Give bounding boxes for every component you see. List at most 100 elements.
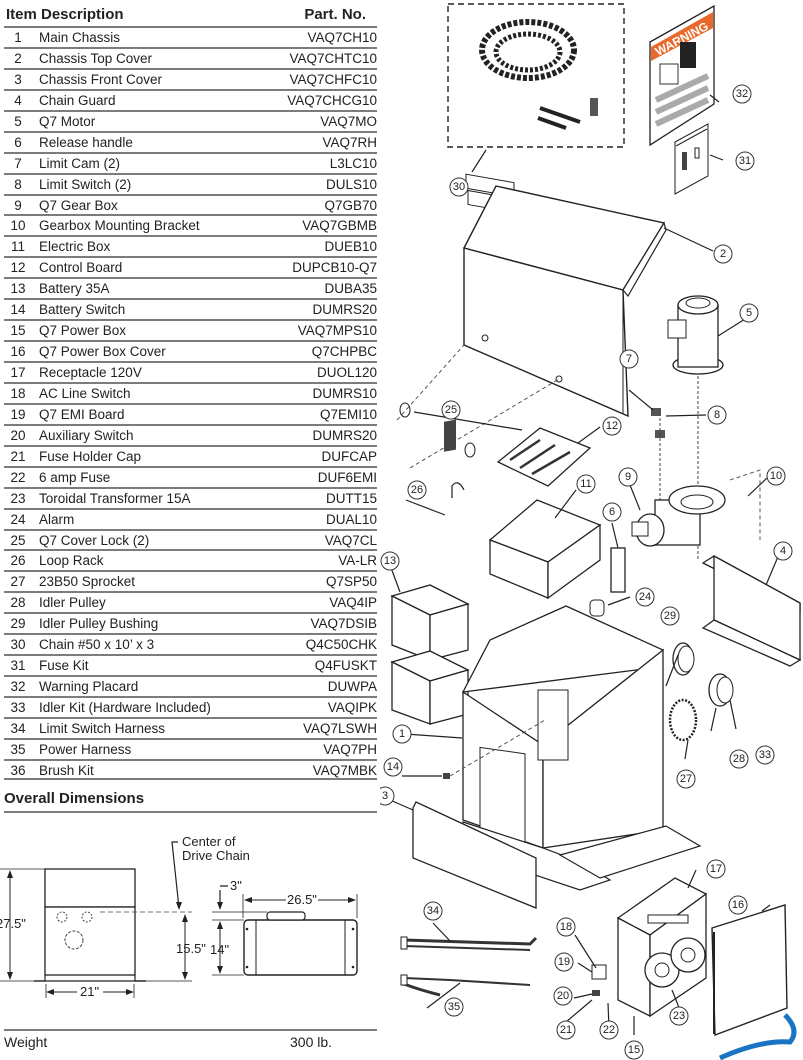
item-number: 25 bbox=[10, 532, 26, 548]
item-number: 16 bbox=[10, 344, 26, 360]
item-description: Release handle bbox=[39, 134, 133, 150]
item-description: Idler Kit (Hardware Included) bbox=[39, 700, 211, 715]
chain-label-line1: Center of bbox=[182, 834, 236, 849]
item-number: 21 bbox=[10, 448, 26, 464]
electric-box bbox=[488, 499, 602, 600]
exploded-parts-diagram: WARNING bbox=[380, 3, 802, 1060]
item-number: 9 bbox=[14, 197, 22, 213]
fuse-kit-bag bbox=[674, 123, 709, 195]
svg-text:28: 28 bbox=[733, 753, 745, 765]
item-description: Electric Box bbox=[39, 239, 111, 255]
part-number: VAQ7CHFC10 bbox=[289, 71, 377, 87]
part-number: VAQ7PH bbox=[323, 741, 377, 757]
item-description: Chassis Front Cover bbox=[39, 71, 163, 87]
item-number: 22 bbox=[10, 469, 26, 485]
part-number: Q4C50CHK bbox=[305, 637, 377, 653]
svg-text:34: 34 bbox=[427, 905, 439, 917]
item-description: Auxiliary Switch bbox=[39, 427, 134, 443]
svg-text:32: 32 bbox=[736, 88, 748, 100]
item-description: Battery 35A bbox=[39, 281, 110, 297]
table-row: 8 Limit Switch (2) DULS10 bbox=[4, 172, 377, 194]
item-number: 29 bbox=[10, 616, 26, 632]
callout-2: 2 bbox=[713, 244, 733, 264]
item-description: 6 amp Fuse bbox=[39, 469, 111, 485]
part-number: DULS10 bbox=[325, 176, 377, 192]
callout-23: 23 bbox=[669, 1006, 689, 1026]
callout-20: 20 bbox=[553, 986, 573, 1006]
item-description: Battery Switch bbox=[39, 302, 126, 318]
item-description: Q7 EMI Board bbox=[39, 406, 125, 422]
item-number: 8 bbox=[14, 176, 22, 192]
callout-13: 13 bbox=[380, 551, 400, 571]
item-number: 30 bbox=[10, 637, 26, 653]
callout-30: 30 bbox=[449, 177, 469, 197]
part-number: VAQ7MO bbox=[320, 113, 377, 129]
control-board bbox=[496, 427, 592, 487]
part-number: DUBA35 bbox=[324, 281, 377, 297]
part-number: Q7EMI10 bbox=[319, 406, 377, 422]
item-description: Q7 Power Box bbox=[39, 323, 127, 339]
svg-text:24: 24 bbox=[639, 591, 651, 603]
svg-text:15: 15 bbox=[628, 1044, 640, 1056]
svg-text:20: 20 bbox=[557, 990, 569, 1002]
item-description: Control Board bbox=[39, 260, 123, 276]
part-number: Q7SP50 bbox=[325, 574, 377, 590]
svg-text:25: 25 bbox=[445, 404, 457, 416]
part-number: DUMRS10 bbox=[312, 385, 377, 401]
part-number: DUFCAP bbox=[321, 448, 377, 464]
dim-height: 27.5" bbox=[0, 916, 26, 931]
svg-text:13: 13 bbox=[384, 555, 396, 567]
svg-text:27: 27 bbox=[680, 773, 692, 785]
dim-offset: 3" bbox=[230, 878, 242, 893]
item-description: Q7 Cover Lock (2) bbox=[39, 532, 150, 548]
svg-text:3: 3 bbox=[382, 790, 388, 802]
item-number: 3 bbox=[14, 71, 22, 87]
power-box bbox=[591, 877, 708, 1018]
harnesses bbox=[400, 936, 538, 997]
brand-logo bbox=[718, 1013, 797, 1060]
item-number: 6 bbox=[14, 134, 22, 150]
item-number: 14 bbox=[10, 302, 26, 318]
item-description: Gearbox Mounting Bracket bbox=[39, 218, 200, 234]
part-number: DUMRS20 bbox=[312, 427, 377, 443]
callout-25: 25 bbox=[441, 400, 461, 420]
part-number: VAQ7RH bbox=[322, 134, 377, 150]
item-number: 26 bbox=[10, 553, 26, 569]
part-number: DUAL10 bbox=[325, 511, 377, 527]
part-number: VAQ7GBMB bbox=[302, 218, 377, 234]
weight-divider bbox=[4, 1029, 377, 1031]
item-description: Idler Pulley Bushing bbox=[39, 616, 159, 632]
svg-text:33: 33 bbox=[759, 749, 771, 761]
gearbox bbox=[631, 469, 761, 547]
item-description: Limit Switch (2) bbox=[39, 176, 132, 192]
item-description: Chassis Top Cover bbox=[39, 50, 153, 66]
section-divider bbox=[4, 811, 377, 813]
item-number: 31 bbox=[10, 658, 26, 674]
part-number: VAQ7CH10 bbox=[307, 30, 377, 45]
motor bbox=[667, 295, 724, 560]
limit-switch-assembly bbox=[651, 408, 665, 500]
part-number: DUMRS20 bbox=[312, 302, 377, 318]
item-number: 33 bbox=[10, 700, 26, 715]
part-number: VAQ7LSWH bbox=[302, 720, 377, 736]
item-number: 35 bbox=[10, 741, 26, 757]
release-handle bbox=[610, 547, 626, 593]
callout-29: 29 bbox=[660, 606, 680, 626]
svg-text:6: 6 bbox=[609, 506, 615, 518]
svg-text:30: 30 bbox=[453, 181, 465, 193]
part-number: DUPCB10-Q7 bbox=[292, 260, 377, 276]
part-number: VAQ7CL bbox=[324, 532, 377, 548]
callout-12: 12 bbox=[602, 416, 622, 436]
callout-11: 11 bbox=[576, 474, 596, 494]
